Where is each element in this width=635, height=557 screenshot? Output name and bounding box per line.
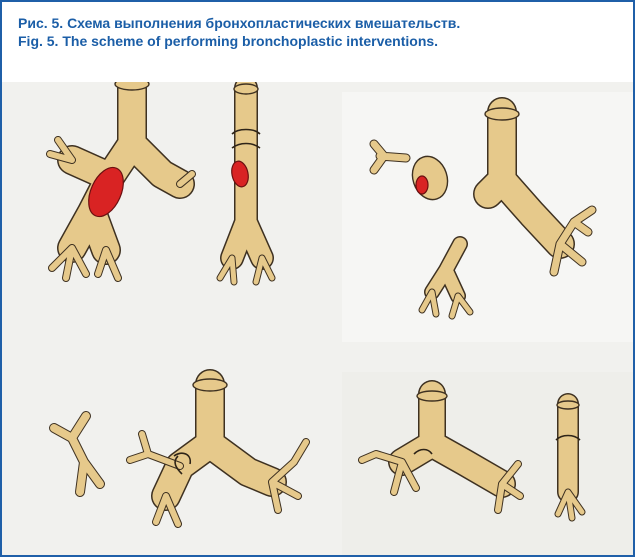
bronchoplasty-scheme	[2, 82, 633, 555]
caption-russian: Рис. 5. Схема выполнения бронхопластичес…	[18, 15, 460, 32]
caption-english: Fig. 5. The scheme of performing broncho…	[18, 33, 438, 50]
tumor-lesion-3	[416, 176, 428, 194]
figure-caption: Рис. 5. Схема выполнения бронхопластичес…	[2, 2, 633, 82]
